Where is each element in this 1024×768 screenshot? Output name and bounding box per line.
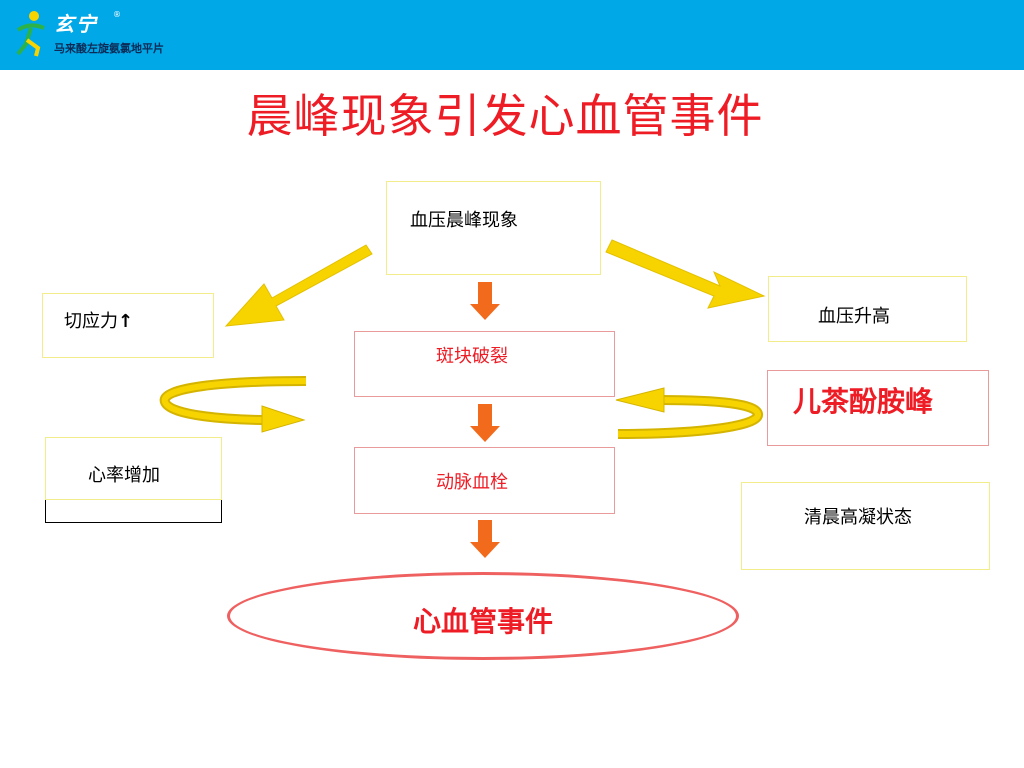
oval-cv-event (227, 572, 739, 660)
yellow-arrow-right (605, 239, 766, 309)
orange-arrow-down-3 (470, 520, 500, 558)
label-heart-rate: 心率增加 (88, 465, 160, 486)
orange-arrow-down-1 (470, 282, 500, 320)
label-arterial-thrombus: 动脉血栓 (436, 472, 508, 493)
curved-arrow-right (615, 387, 763, 439)
box-heart-rate (45, 437, 222, 500)
orange-arrow-down-2 (470, 404, 500, 442)
label-catecholamine-peak: 儿茶酚胺峰 (793, 385, 934, 418)
header-bar: 玄宁 ® 马来酸左旋氨氯地平片 (0, 0, 1024, 70)
box-bp-rise (768, 276, 967, 342)
box-catecholamine-peak (767, 370, 989, 446)
box-plaque-rupture (354, 331, 615, 397)
up-arrow-icon: ↑ (118, 311, 134, 332)
box-arterial-thrombus (354, 447, 615, 514)
box-hypercoagulable (741, 482, 990, 570)
curved-arrow-left (159, 376, 307, 433)
label-bp-morning-surge: 血压晨峰现象 (410, 210, 518, 231)
runner-logo-icon (16, 11, 45, 57)
slide-title: 晨峰现象引发心血管事件 (246, 89, 764, 143)
box-bp-morning-surge (386, 181, 601, 275)
yellow-arrow-left (224, 244, 373, 327)
brand-name: 玄宁 (54, 12, 98, 36)
registered-mark: ® (113, 10, 121, 19)
label-cv-event: 心血管事件 (412, 605, 553, 638)
label-plaque-rupture: 斑块破裂 (436, 346, 508, 367)
label-shear-stress: 切应力↑ (64, 311, 134, 332)
brand-subtitle: 马来酸左旋氨氯地平片 (54, 42, 164, 55)
label-bp-rise: 血压升高 (818, 306, 890, 327)
box-shear-stress (42, 293, 214, 358)
label-hypercoagulable: 清晨高凝状态 (804, 507, 912, 528)
